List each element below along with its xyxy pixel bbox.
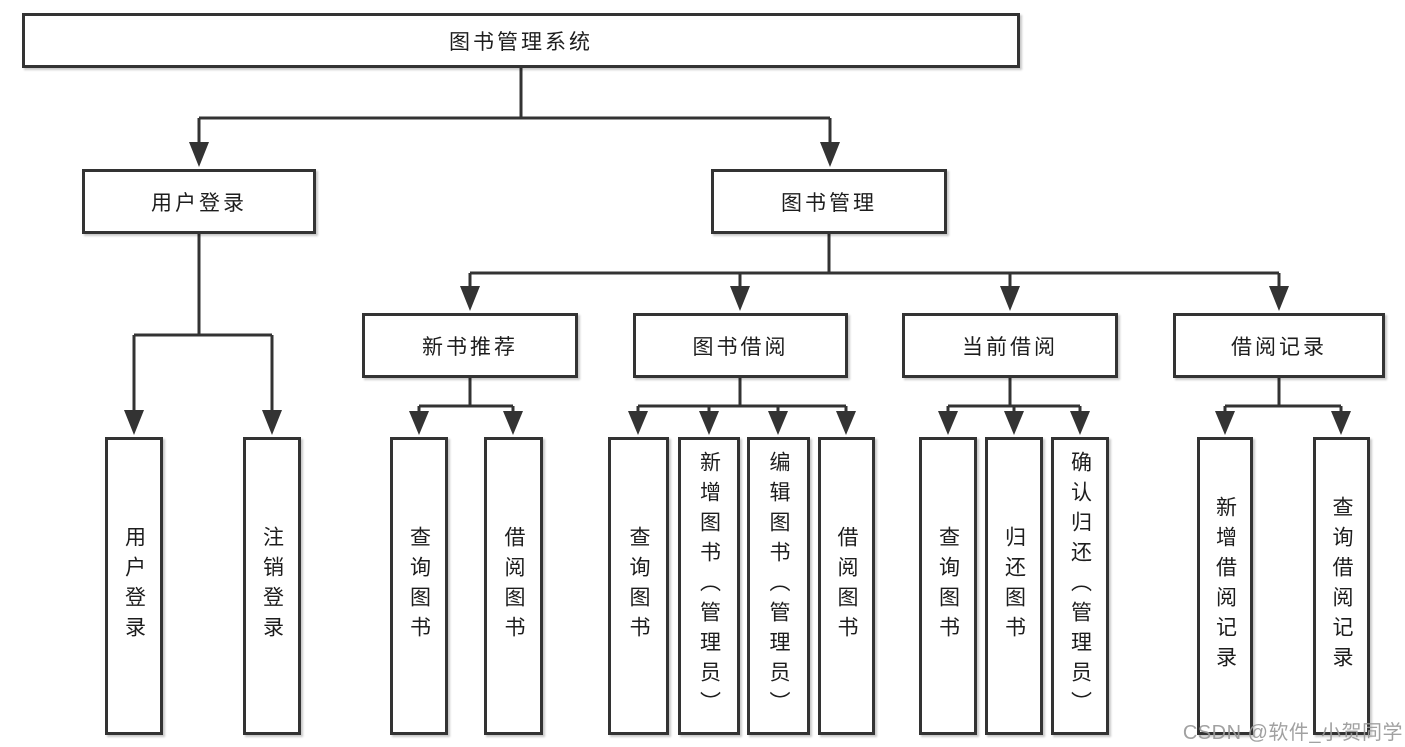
node-label: 图书管理系统 [449, 30, 593, 54]
node-root-system: 图书管理系统 [22, 13, 1020, 68]
node-user-login: 用户登录 [82, 169, 316, 234]
leaf-user-login: 用户登录 [105, 437, 163, 735]
leaf-edit-book-admin: 编辑图书（管理员） [747, 437, 810, 735]
leaf-borrow-books: 借阅图书 [818, 437, 875, 735]
leaf-return-book: 归还图书 [985, 437, 1043, 735]
leaf-query-books: 查询图书 [608, 437, 669, 735]
leaf-label: 新增借阅记录 [1213, 496, 1237, 676]
csdn-watermark: CSDN @软件_小贺同学 [1182, 722, 1403, 744]
leaf-label: 查询借阅记录 [1330, 496, 1353, 676]
leaf-query-books: 查询图书 [390, 437, 448, 735]
leaf-label: 查询图书 [627, 526, 650, 646]
node-label: 图书借阅 [692, 335, 789, 359]
node-current-borrowing: 当前借阅 [902, 313, 1118, 378]
leaf-label: 查询图书 [407, 526, 431, 646]
node-label: 新书推荐 [422, 335, 518, 359]
leaf-borrow-books: 借阅图书 [484, 437, 543, 735]
leaf-query-books: 查询图书 [919, 437, 977, 735]
node-label: 借阅记录 [1231, 335, 1327, 359]
leaf-query-borrow-record: 查询借阅记录 [1313, 437, 1370, 735]
node-label: 用户登录 [151, 191, 247, 215]
node-new-book-recommend: 新书推荐 [362, 313, 578, 378]
node-book-borrowing: 图书借阅 [633, 313, 848, 378]
leaf-label: 新增图书（管理员） [697, 451, 721, 721]
leaf-add-book-admin: 新增图书（管理员） [678, 437, 740, 735]
leaf-add-borrow-record: 新增借阅记录 [1197, 437, 1253, 735]
node-label: 当前借阅 [962, 335, 1058, 359]
leaf-label: 借阅图书 [835, 526, 858, 646]
leaf-label: 查询图书 [936, 526, 960, 646]
node-borrow-records: 借阅记录 [1173, 313, 1385, 378]
leaf-label: 归还图书 [1002, 526, 1026, 646]
leaf-logout-login: 注销登录 [243, 437, 301, 735]
leaf-label: 用户登录 [122, 526, 146, 646]
leaf-label: 注销登录 [260, 526, 284, 646]
node-book-management: 图书管理 [711, 169, 947, 234]
leaf-label: 确认归还（管理员） [1068, 451, 1092, 721]
node-label: 图书管理 [781, 191, 877, 215]
leaf-label: 编辑图书（管理员） [767, 451, 790, 721]
leaf-label: 借阅图书 [502, 526, 525, 646]
leaf-confirm-return-admin: 确认归还（管理员） [1051, 437, 1109, 735]
